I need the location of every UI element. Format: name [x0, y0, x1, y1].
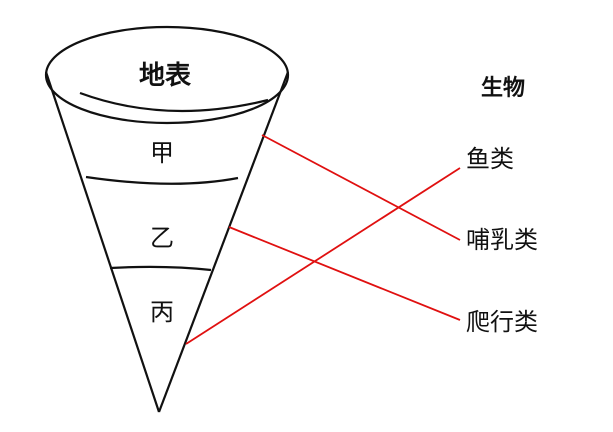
cone-right-edge [157, 71, 290, 413]
layer-boundary-2 [85, 175, 239, 185]
layer-boundary-1 [79, 91, 269, 113]
layer-label-yi: 乙 [150, 224, 174, 252]
layer-label-jia: 甲 [150, 139, 174, 167]
layer-label-bing: 丙 [150, 298, 174, 326]
organism-label-fish: 鱼类 [466, 145, 514, 173]
cone-left-edge [44, 71, 161, 413]
layer-boundary-3 [109, 265, 212, 272]
connections [185, 134, 461, 345]
organisms-heading: 生物 [481, 75, 525, 101]
connection-jia-mammals [261, 134, 461, 241]
cone [44, 25, 290, 413]
connection-bing-fish [185, 167, 461, 345]
organism-label-mammals: 哺乳类 [466, 226, 538, 254]
connection-yi-reptiles [228, 226, 461, 321]
organism-label-reptiles: 爬行类 [466, 308, 538, 336]
surface-label: 地表 [139, 61, 192, 91]
